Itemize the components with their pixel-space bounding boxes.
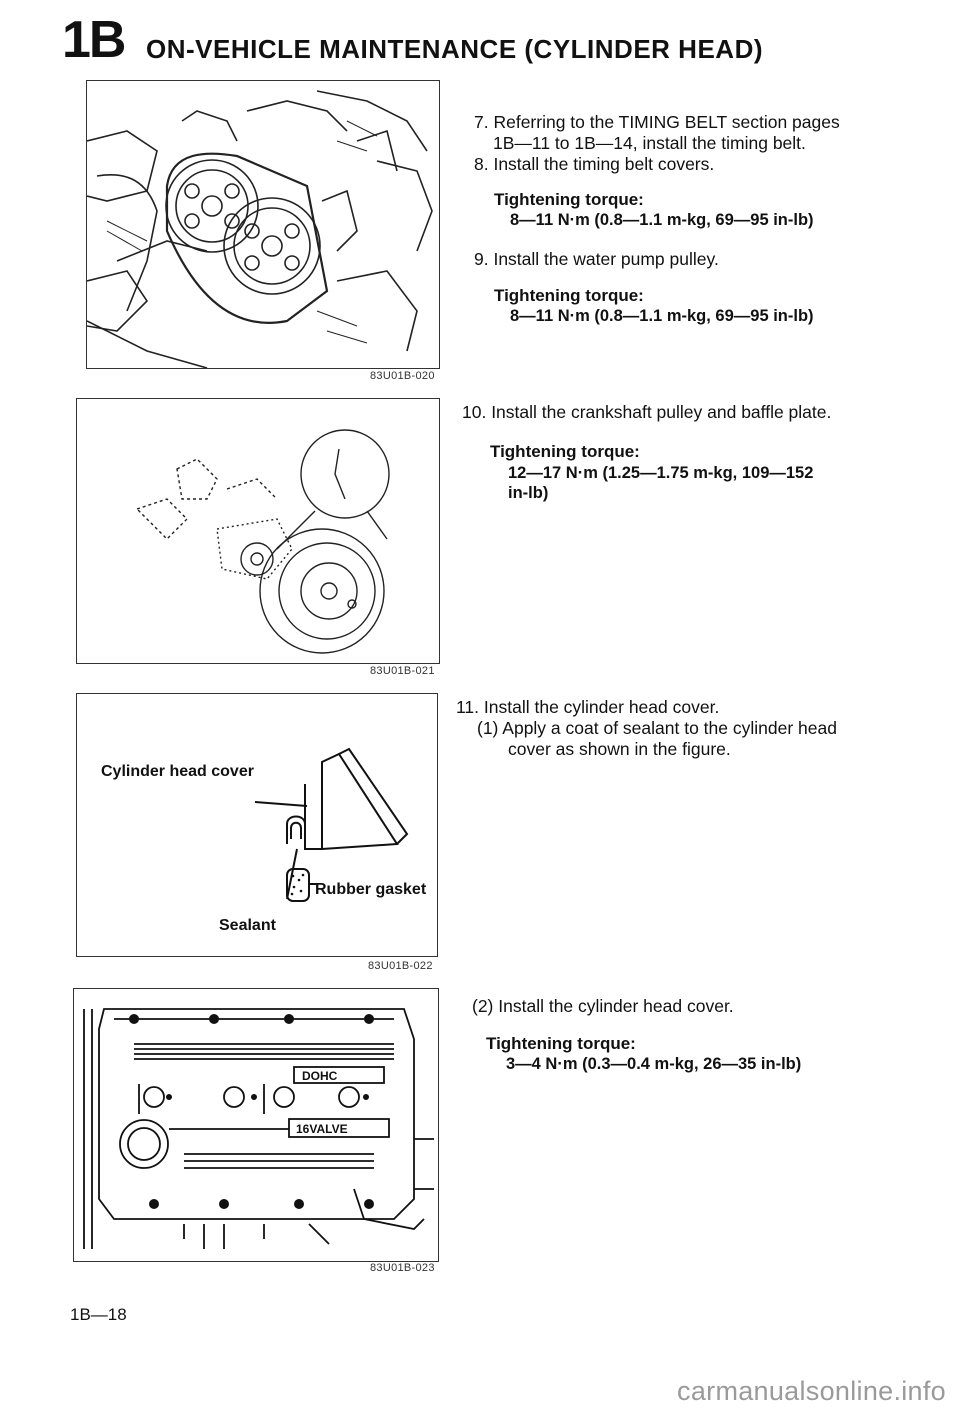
substep-1-line-2: cover as shown in the figure.	[508, 739, 731, 759]
torque-value: 3—4 N·m (0.3—0.4 m-kg, 26—35 in-lb)	[506, 1055, 802, 1073]
step-11-substep-1: (1) Apply a coat of sealant to the cylin…	[477, 718, 897, 760]
step-8: 8. Install the timing belt covers.	[474, 154, 715, 174]
figure-timing-belt	[86, 80, 440, 369]
crankshaft-pulley-illustration	[135, 429, 390, 654]
torque-value: 8—11 N·m (0.8—1.1 m-kg, 69—95 in-lb)	[510, 307, 814, 325]
figure-id: 83U01B-021	[370, 665, 435, 677]
step-9: 9. Install the water pump pulley.	[474, 249, 719, 269]
step-7-line-1: 7. Referring to the TIMING BELT section …	[474, 112, 840, 132]
torque-value: 12—17 N·m (1.25—1.75 m-kg, 109—152 in-lb…	[508, 463, 813, 503]
label-16valve: 16VALVE	[296, 1122, 348, 1136]
figure-id: 83U01B-020	[370, 370, 435, 382]
step-11-substep-2: (2) Install the cylinder head cover.	[472, 996, 734, 1016]
section-number: 1B	[62, 11, 127, 69]
step-7-line-2: 1B—11 to 1B—14, install the timing belt.	[493, 133, 806, 153]
torque-label: Tightening torque:	[490, 442, 640, 461]
torque-value-line-2: in-lb)	[508, 484, 549, 502]
substep-1-line-1: (1) Apply a coat of sealant to the cylin…	[477, 718, 837, 738]
watermark: carmanualsonline.info	[677, 1376, 946, 1406]
figure-id: 83U01B-022	[368, 960, 433, 972]
sealant-diagram: Cylinder head cover Rubber gasket Sealan…	[101, 747, 427, 934]
timing-belt-illustration	[87, 90, 433, 368]
figure-crankshaft-pulley	[76, 398, 440, 664]
head-cover-illustration: DOHC 16VALVE	[83, 1008, 434, 1249]
torque-value: 8—11 N·m (0.8—1.1 m-kg, 69—95 in-lb)	[510, 211, 814, 229]
label-rubber-gasket: Rubber gasket	[315, 881, 427, 898]
torque-label: Tightening torque:	[494, 286, 644, 305]
torque-label: Tightening torque:	[494, 190, 644, 209]
step-10: 10. Install the crankshaft pulley and ba…	[462, 402, 832, 422]
label-cylinder-head-cover: Cylinder head cover	[101, 763, 254, 780]
torque-value-line-1: 12—17 N·m (1.25—1.75 m-kg, 109—152	[508, 464, 814, 482]
page-number: 1B—18	[70, 1305, 127, 1324]
torque-label: Tightening torque:	[486, 1034, 636, 1053]
figure-cylinder-head-cover-sealant: Cylinder head cover Rubber gasket Sealan…	[76, 693, 438, 957]
label-sealant: Sealant	[219, 917, 277, 934]
figure-cylinder-head-cover-installed: DOHC 16VALVE	[73, 988, 439, 1262]
step-7: 7. Referring to the TIMING BELT section …	[474, 112, 914, 154]
label-dohc: DOHC	[302, 1069, 338, 1083]
figure-id: 83U01B-023	[370, 1262, 435, 1274]
page-title: ON-VEHICLE MAINTENANCE (CYLINDER HEAD)	[146, 34, 763, 64]
step-11: 11. Install the cylinder head cover.	[456, 697, 720, 717]
